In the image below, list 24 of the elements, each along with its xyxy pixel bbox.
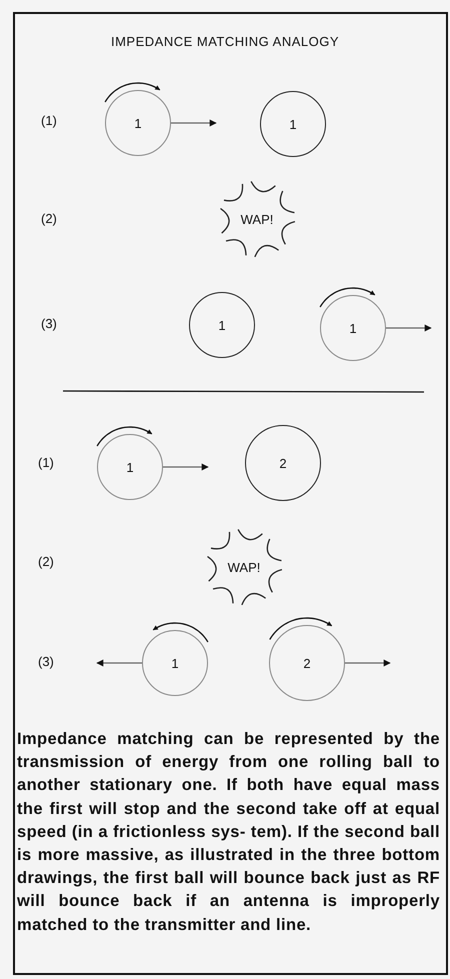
ball-number: 1	[134, 116, 142, 130]
ball-number: 1	[349, 320, 357, 336]
ball-number: 2	[303, 656, 311, 670]
ball	[320, 295, 386, 361]
step-number: (3)	[41, 316, 57, 331]
step-number: (1)	[41, 113, 57, 128]
ball	[142, 630, 208, 696]
step-number: (2)	[38, 554, 54, 569]
ball	[245, 425, 321, 501]
step-number: (1)	[38, 455, 54, 470]
ball	[260, 91, 326, 157]
ball-number: 1	[218, 318, 226, 332]
step-number: (3)	[38, 654, 54, 669]
ball	[189, 292, 255, 358]
ball	[105, 90, 171, 156]
ball-number: 1	[126, 460, 134, 474]
caption-paragraph: Impedance matching can be represented by the transmission of energy from one rolling ball to another stationary one. If both have equal mass the first will stop and the second take off at equal speed (in a frictionless sys- tem). If the second ball is more massive, as illustrated in the three bottom drawings, the first ball will bounce back just as RF will bounce back if an antenna is improperly matched to the transmitter and line.	[17, 729, 440, 936]
ball	[97, 434, 163, 500]
ball	[269, 625, 345, 701]
ball-number: 1	[289, 116, 297, 132]
step-number: (2)	[41, 211, 57, 226]
diagram-title: IMPEDANCE MATCHING ANALOGY	[110, 34, 340, 49]
ball-number: 1	[171, 656, 179, 670]
ball-number: 2	[279, 456, 287, 470]
